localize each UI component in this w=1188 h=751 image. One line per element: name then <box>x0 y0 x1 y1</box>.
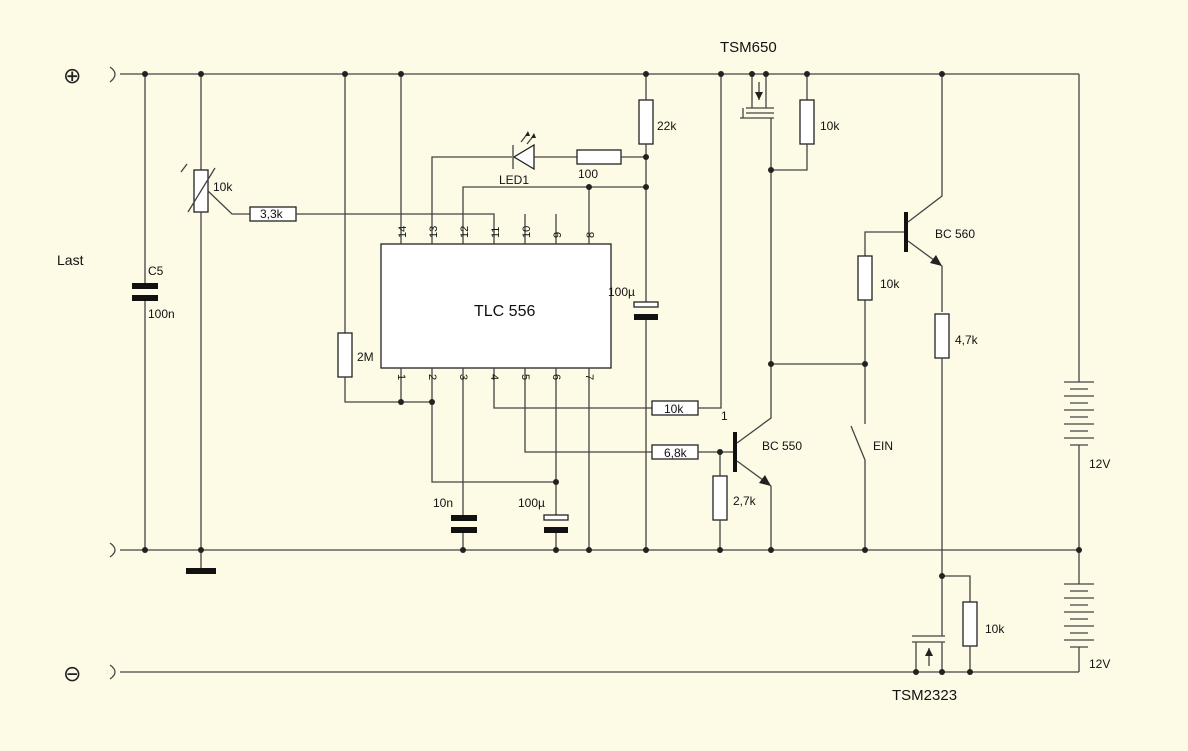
resistor-2m <box>337 74 432 403</box>
junctions <box>142 71 1082 675</box>
transistor-bc560 <box>904 74 943 312</box>
battery-upper-label: 12V <box>1089 457 1110 471</box>
c100u-a-value: 100µ <box>608 285 635 299</box>
capacitor-100u-b <box>543 514 569 550</box>
node-1-label: 1 <box>721 409 728 423</box>
resistor-100 <box>576 149 646 165</box>
svg-text:7: 7 <box>583 374 595 380</box>
resistor-10k-pin4 <box>651 74 722 416</box>
battery-upper <box>1064 74 1094 550</box>
svg-text:5: 5 <box>519 374 531 380</box>
resistor-2k7 <box>712 452 728 550</box>
r100-value: 100 <box>578 167 598 181</box>
switch-ein <box>771 300 866 550</box>
load-label: Last <box>57 252 84 268</box>
svg-text:3: 3 <box>457 374 469 380</box>
minus-terminal: ⊖ <box>63 662 81 687</box>
potentiometer <box>180 74 250 574</box>
svg-text:10: 10 <box>521 226 533 238</box>
svg-text:12: 12 <box>459 226 471 238</box>
svg-text:14: 14 <box>397 226 409 238</box>
c100u-b-value: 100µ <box>518 496 545 510</box>
c10n-value: 10n <box>433 496 453 510</box>
resistor-22k <box>638 74 654 302</box>
bc560-label: BC 560 <box>935 227 975 241</box>
ic-pin-numbers-bottom: 1 2 3 4 5 6 7 <box>395 374 595 380</box>
r68k-value: 6,8k <box>664 446 688 460</box>
r10k-bottom-value: 10k <box>985 622 1005 636</box>
svg-text:8: 8 <box>585 232 597 238</box>
r10k-base-value: 10k <box>880 277 900 291</box>
led <box>512 131 577 171</box>
gnd-terminal-clamp <box>109 542 116 558</box>
capacitor-100u-a <box>633 301 659 550</box>
plus-terminal-clamp <box>109 66 116 83</box>
svg-text:2: 2 <box>426 374 438 380</box>
tsm2323-label: TSM2323 <box>892 687 957 704</box>
r22k-value: 22k <box>657 119 677 133</box>
r10k-gate-value: 10k <box>820 119 840 133</box>
capacitor-c5 <box>132 74 158 550</box>
battery-lower-label: 12V <box>1089 657 1110 671</box>
r33k-value: 3,3k <box>260 207 284 221</box>
ic-label: TLC 556 <box>474 303 535 320</box>
svg-text:1: 1 <box>395 374 407 380</box>
pot-value: 10k <box>213 180 233 194</box>
switch-label: EIN <box>873 439 893 453</box>
resistor-10k-base <box>857 231 904 301</box>
resistor-4k7 <box>934 313 950 636</box>
r27k-value: 2,7k <box>733 494 757 508</box>
battery-lower <box>1064 550 1094 672</box>
mosfet-tsm650 <box>740 74 774 170</box>
ic-body <box>380 243 612 369</box>
svg-text:4: 4 <box>488 374 500 380</box>
svg-text:13: 13 <box>428 226 440 238</box>
transistor-bc550 <box>733 170 772 550</box>
ic-pins <box>400 74 652 550</box>
plus-terminal: ⊕ <box>63 64 81 89</box>
tsm650-label: TSM650 <box>720 39 777 56</box>
resistor-10k-bottom <box>942 575 978 672</box>
r10k-pin4-value: 10k <box>664 402 684 416</box>
bc550-label: BC 550 <box>762 439 802 453</box>
r47k-value: 4,7k <box>955 333 979 347</box>
c5-name: C5 <box>148 264 164 278</box>
r2m-value: 2M <box>357 350 374 364</box>
capacitor-10n <box>451 515 477 550</box>
resistor-10k-gate <box>771 74 815 171</box>
rails <box>120 73 1079 673</box>
mosfet-tsm2323 <box>912 635 945 672</box>
resistor-3k3 <box>249 206 495 244</box>
minus-terminal-clamp <box>109 664 116 680</box>
ic-pin-numbers-top: 14 13 12 11 10 9 8 <box>397 226 597 238</box>
svg-text:11: 11 <box>490 227 502 238</box>
svg-text:9: 9 <box>552 232 564 238</box>
svg-text:6: 6 <box>550 374 562 380</box>
c5-value: 100n <box>148 307 175 321</box>
led-name: LED1 <box>499 173 529 187</box>
